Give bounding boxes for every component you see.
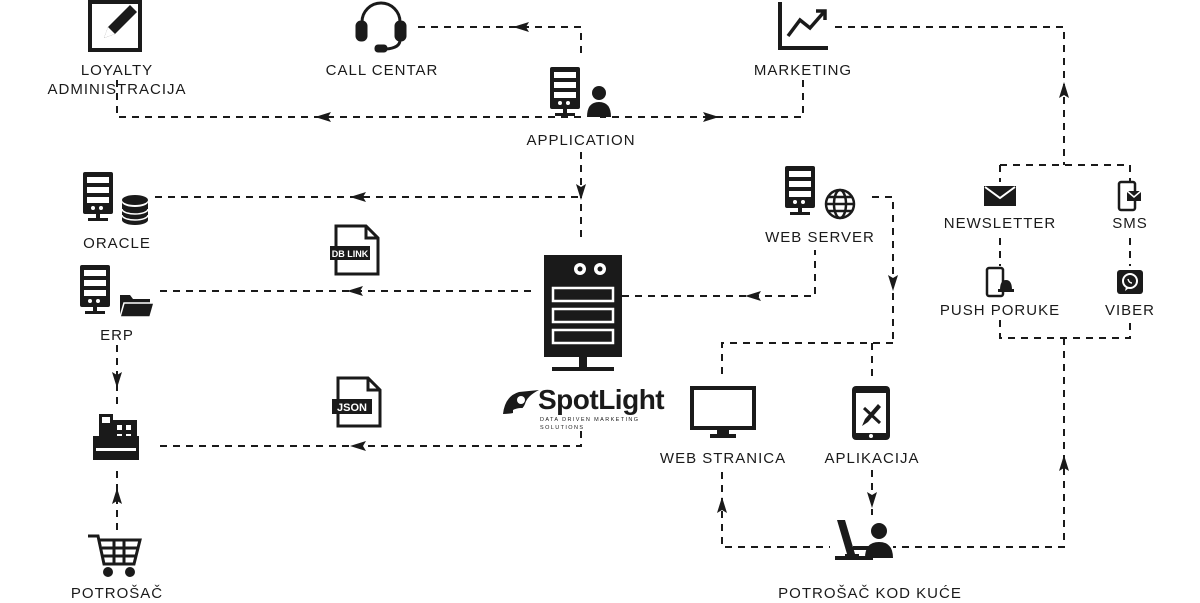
label-push-poruke: PUSH PORUKE <box>939 302 1061 319</box>
label-sms: SMS <box>1112 215 1148 232</box>
db-link-label: DB LINK <box>332 249 369 259</box>
monitor-icon <box>690 386 756 438</box>
spotlight-brand: SpotLight DATA DRIVEN MARKETING SOLUTION… <box>500 383 675 431</box>
arrow-up-webstranica <box>717 497 727 513</box>
label-newsletter: NEWSLETTER <box>943 215 1057 232</box>
line-webstranica-home <box>721 472 830 548</box>
line-marketing-channels <box>835 26 1065 165</box>
label-loyalty-line1: LOYALTY ADMINISTRACIJA <box>47 61 186 99</box>
label-web-server: WEB SERVER <box>765 229 875 246</box>
json-file-icon: JSON <box>332 376 382 428</box>
spotlight-logo <box>503 390 539 414</box>
arrow-to-register <box>350 441 366 451</box>
arrow-down-webserver <box>888 275 898 291</box>
line-callcenter-application <box>418 26 582 58</box>
line-webserver-webstranica <box>721 342 893 378</box>
line-channels-home <box>893 338 1065 548</box>
label-loyalty: LOYALTY ADMINISTRACIJA <box>47 62 187 98</box>
line-loyalty-application <box>116 80 581 118</box>
json-label: JSON <box>337 402 367 414</box>
line-webserver-split <box>872 196 894 343</box>
label-web-stranica: WEB STRANICA <box>659 450 787 467</box>
line-spotlight-webserver <box>622 250 816 297</box>
chart-icon <box>778 2 828 50</box>
headset-icon <box>355 1 407 53</box>
label-marketing: MARKETING <box>753 62 853 79</box>
arrow-down-aplikacija <box>867 492 877 508</box>
main-server-icon <box>544 255 622 371</box>
cash-register-icon <box>93 414 139 460</box>
label-oracle: ORACLE <box>83 235 151 252</box>
label-erp: ERP <box>100 327 134 344</box>
shopping-cart-icon <box>88 534 142 577</box>
line-push-viber-join <box>999 320 1131 339</box>
phone-bell-icon <box>985 266 1014 298</box>
server-globe-icon <box>785 166 856 220</box>
phone-message-icon <box>1117 180 1142 212</box>
label-viber: VIBER <box>1104 302 1156 319</box>
arrow-up-marketing-1 <box>1059 82 1069 98</box>
person-desk-icon <box>835 520 893 560</box>
brand-name: SpotLight <box>538 384 665 415</box>
brand-tagline: DATA DRIVEN MARKETING SOLUTIONS <box>540 417 640 431</box>
server-folder-icon <box>80 265 155 318</box>
label-call-centar: CALL CENTAR <box>325 62 439 79</box>
server-user-icon <box>550 67 611 117</box>
db-link-file-icon: DB LINK <box>330 224 380 276</box>
label-aplikacija: APLIKACIJA <box>824 450 920 467</box>
line-register-spotlight <box>160 425 582 447</box>
tablet-icon <box>852 386 890 440</box>
label-potrosac: POTROŠAČ <box>70 585 164 602</box>
viber-icon <box>1117 270 1143 294</box>
server-database-icon <box>83 172 149 225</box>
envelope-icon <box>984 186 1016 206</box>
connectors <box>116 26 1131 548</box>
label-potrosac-kod-kuce: POTROŠAČ KOD KUĆE <box>778 585 962 602</box>
line-marketing-application <box>600 80 804 118</box>
edit-icon <box>88 0 142 52</box>
label-application: APPLICATION <box>526 132 636 149</box>
